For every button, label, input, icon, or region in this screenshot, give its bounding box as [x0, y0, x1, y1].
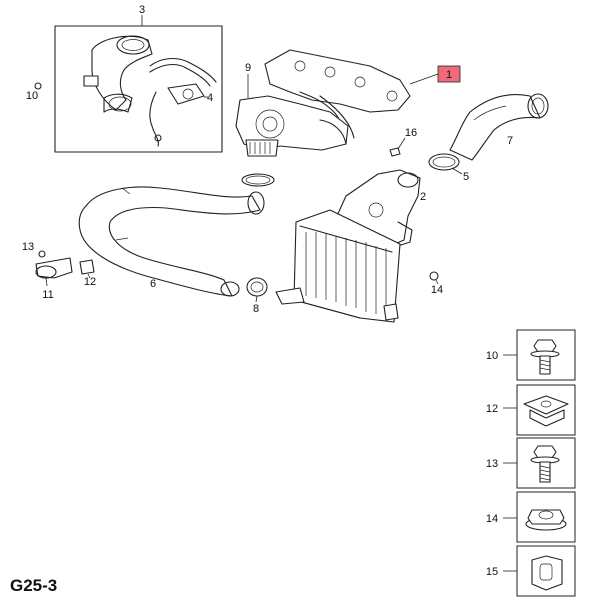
hose-clamp-5 — [428, 153, 463, 175]
callout-6: 6 — [150, 278, 156, 290]
legend-label-14: 14 — [486, 513, 498, 525]
legend-label-15: 15 — [486, 566, 498, 578]
callout-4: 4 — [207, 92, 213, 104]
flange-nut-icon — [525, 509, 567, 531]
hose-clamp-8 — [246, 277, 268, 303]
callout-16: 16 — [405, 127, 417, 139]
callout-2: 2 — [420, 191, 426, 203]
bracket-11 — [35, 257, 73, 287]
clip-nut-icon — [523, 395, 569, 427]
diagram-code: G25-3 — [10, 576, 57, 595]
bolt-16 — [389, 137, 406, 157]
callout-5: 5 — [463, 171, 469, 183]
legend-label-10: 10 — [486, 350, 498, 362]
intercooler — [275, 209, 401, 323]
callout-13: 13 — [22, 241, 34, 253]
charge-air-hose-lower — [78, 186, 265, 297]
callout-12: 12 — [84, 276, 96, 288]
flange-bolt-icon — [530, 339, 560, 375]
inset-assembly-3 — [54, 15, 223, 153]
flange-bolt-icon — [530, 445, 560, 483]
bolt-13 — [38, 250, 46, 258]
callout-1: 1 — [446, 69, 452, 81]
callout-8: 8 — [253, 303, 259, 315]
nut-14 — [429, 271, 439, 285]
legend-label-12: 12 — [486, 403, 498, 415]
callout-3: 3 — [139, 4, 145, 16]
callout-9: 9 — [245, 62, 251, 74]
callout-14: 14 — [431, 284, 443, 296]
seal-ring — [241, 173, 275, 187]
charge-air-hose-upper — [449, 93, 549, 161]
bolt-10-small — [34, 82, 42, 90]
callout-10: 10 — [26, 90, 38, 102]
callout-11: 11 — [42, 289, 53, 301]
legend-box-15 — [516, 545, 576, 597]
fastener-legend: 10 12 13 14 — [486, 329, 576, 597]
turbocharger — [235, 74, 349, 157]
clip-nut-icon — [531, 555, 563, 591]
clip-12 — [79, 259, 95, 279]
callout-7: 7 — [507, 135, 513, 147]
legend-label-13: 13 — [486, 458, 498, 470]
